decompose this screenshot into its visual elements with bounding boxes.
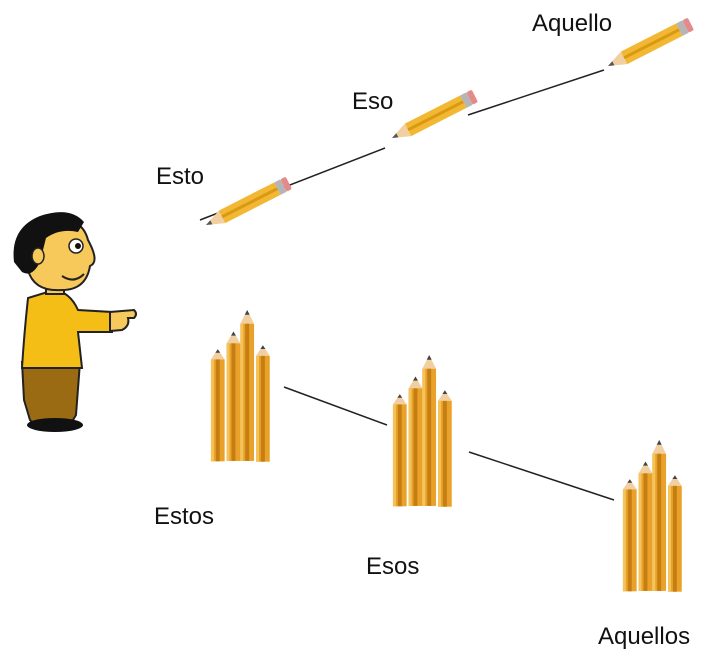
pencil-bundle-icon [210, 310, 270, 462]
connector-line-bottom-1 [283, 386, 388, 426]
label-esos: Esos [366, 553, 420, 580]
pointing-man-icon [13, 212, 137, 432]
connector-line-top-2 [467, 69, 605, 116]
pencil-icon [202, 176, 293, 232]
pencil-icon [604, 17, 695, 73]
pencil-icon [388, 89, 479, 145]
label-eso: Eso [352, 88, 394, 115]
label-esto: Esto [156, 163, 205, 190]
pencil-bundle-icon [622, 440, 682, 592]
pencil-bundle-icon [392, 355, 452, 507]
label-estos: Estos [154, 503, 215, 530]
label-aquellos: Aquellos [598, 623, 691, 650]
label-aquello: Aquello [532, 10, 613, 37]
connector-line-bottom-2 [468, 451, 615, 501]
